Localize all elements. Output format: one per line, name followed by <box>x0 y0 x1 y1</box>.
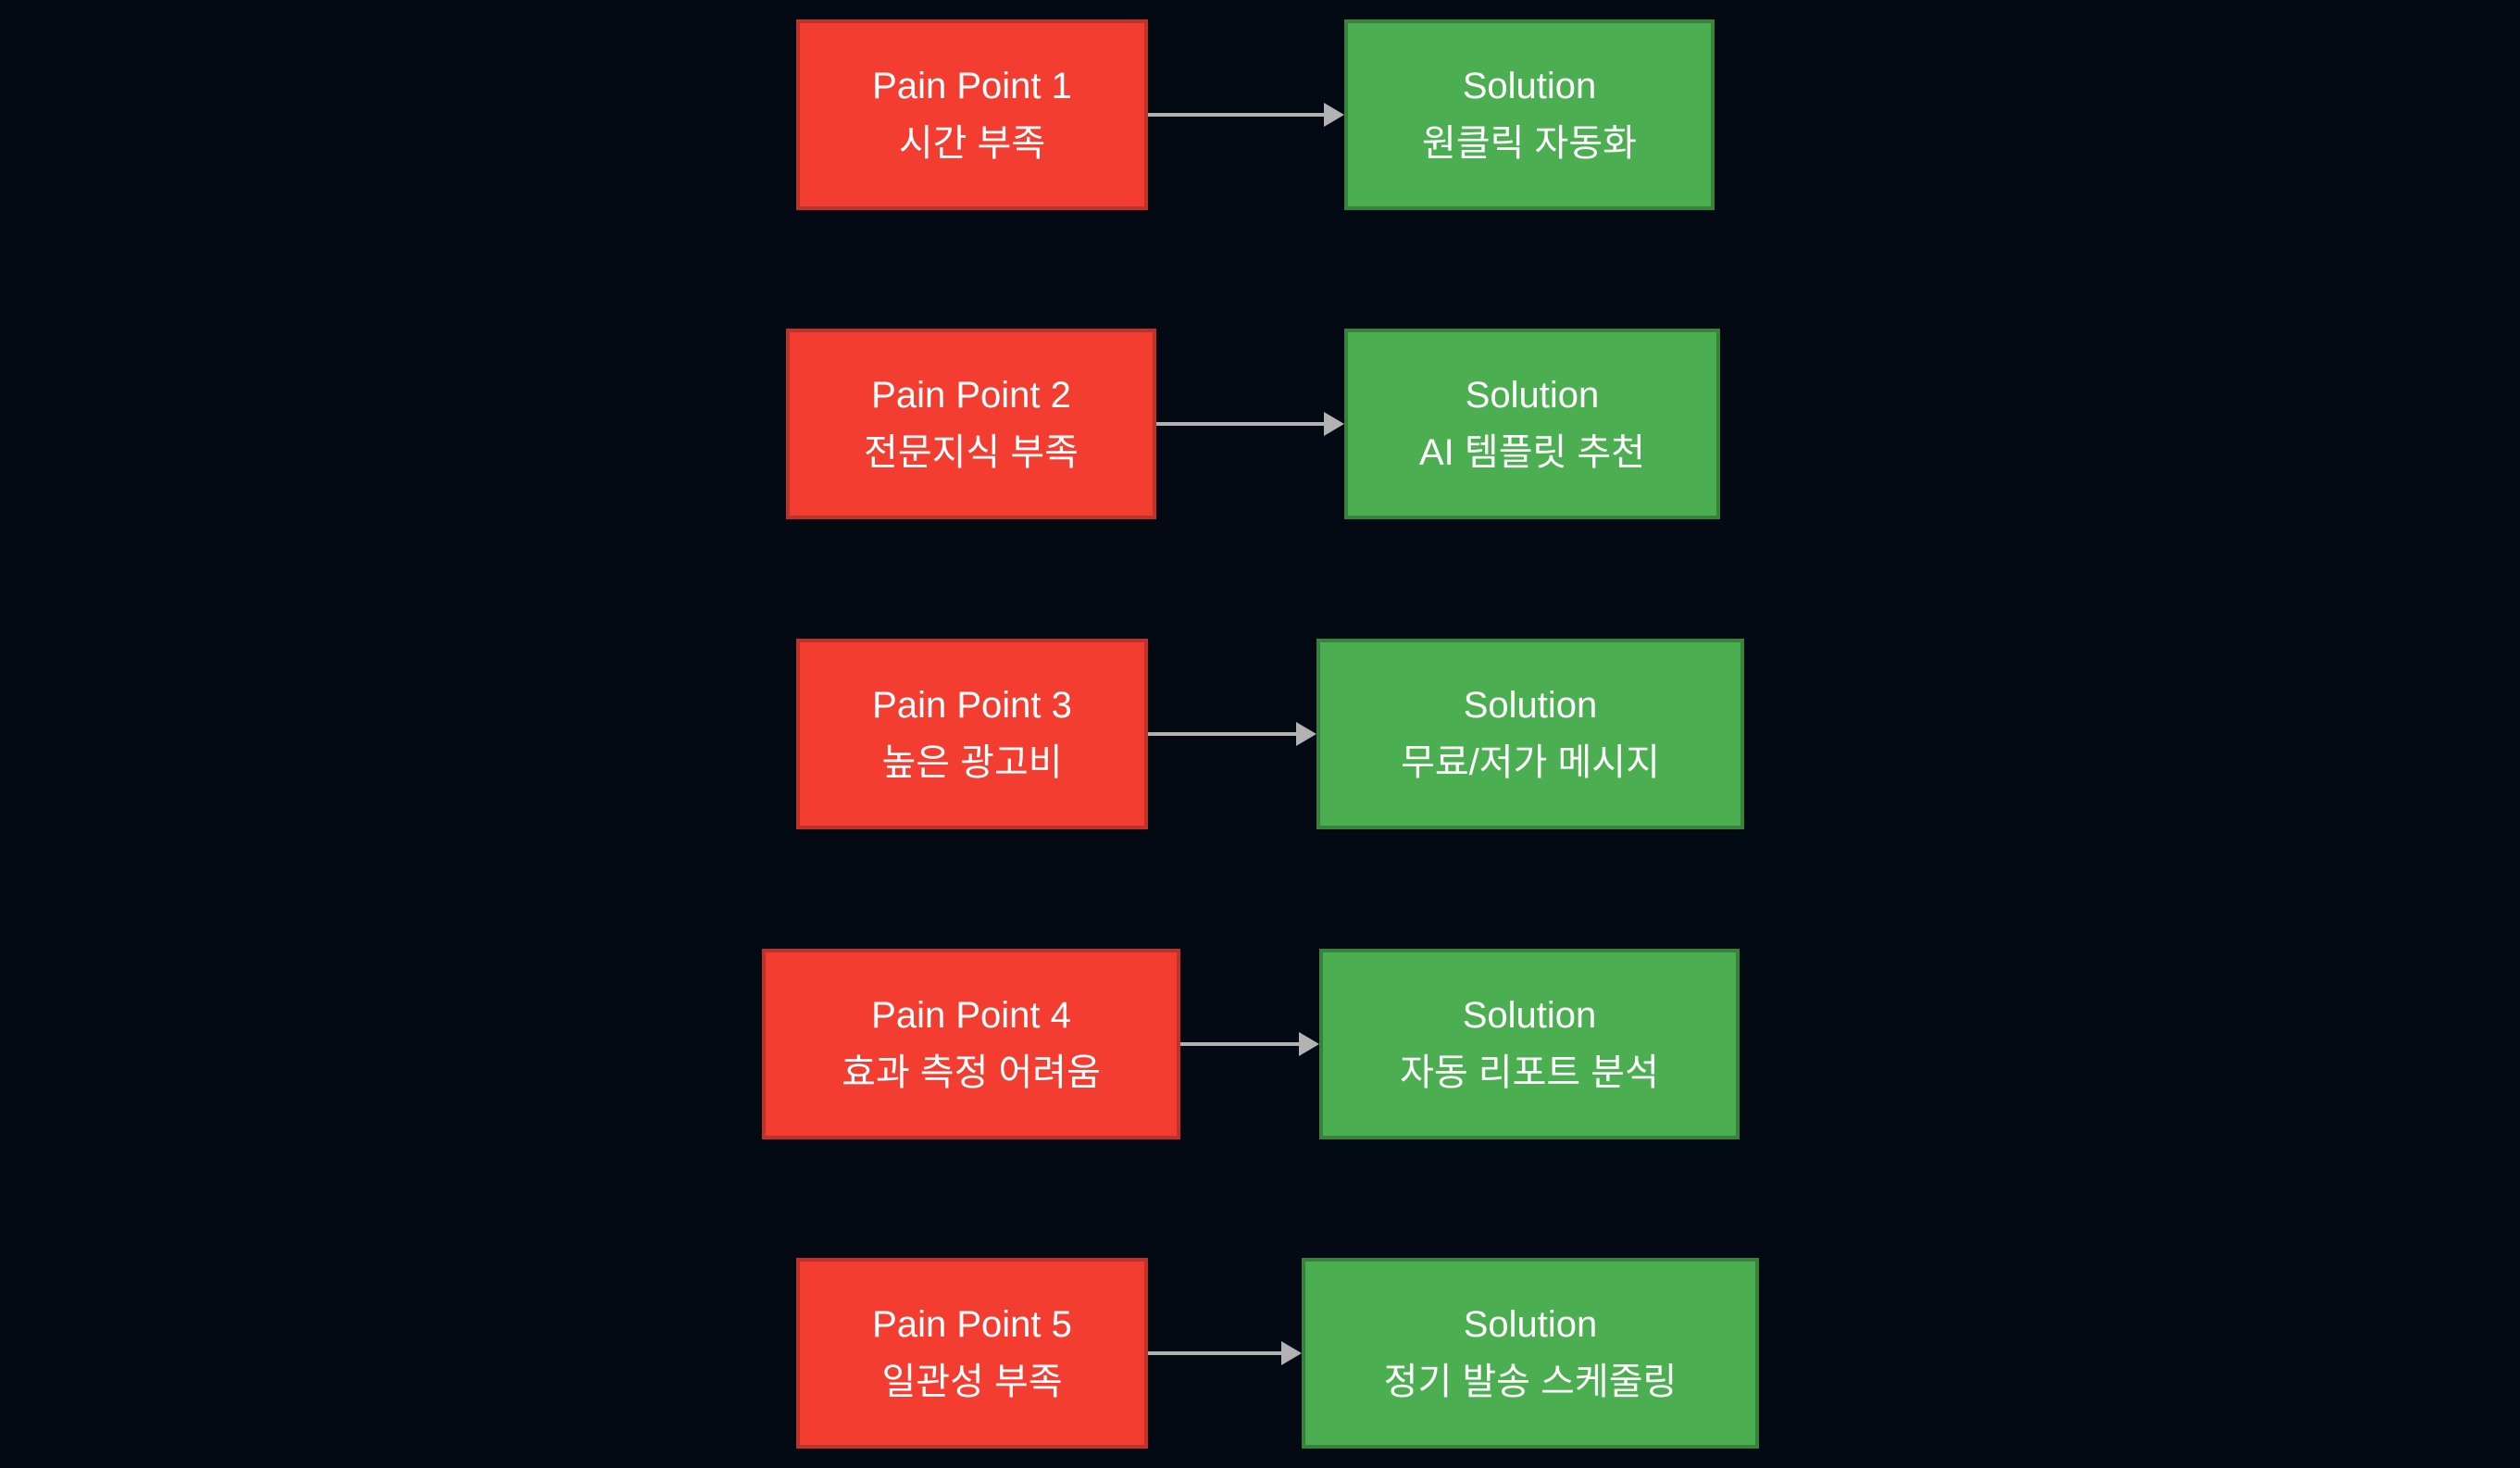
pain-point-subtitle: 전문지식 부족 <box>864 432 1079 473</box>
solution-subtitle: 무료/저가 메시지 <box>1401 742 1660 783</box>
pain-point-box: Pain Point 5 일관성 부족 <box>796 1258 1148 1449</box>
solution-subtitle: AI 템플릿 추천 <box>1418 432 1646 473</box>
solution-title: Solution <box>1463 1304 1598 1345</box>
arrow-connector <box>1148 103 1344 127</box>
arrow-shaft <box>1148 113 1326 117</box>
pain-point-subtitle: 시간 부족 <box>898 123 1046 164</box>
pain-point-box: Pain Point 4 효과 측정 어려움 <box>762 949 1180 1139</box>
solution-box: Solution 무료/저가 메시지 <box>1316 639 1744 829</box>
arrow-head-icon <box>1296 722 1316 746</box>
solution-title: Solution <box>1465 375 1600 416</box>
solution-subtitle: 자동 리포트 분석 <box>1400 1052 1659 1093</box>
solution-box: Solution 자동 리포트 분석 <box>1319 949 1740 1139</box>
pain-point-title: Pain Point 2 <box>871 375 1071 416</box>
pain-point-title: Pain Point 4 <box>871 995 1071 1036</box>
arrow-shaft <box>1148 1351 1283 1355</box>
pain-point-box: Pain Point 3 높은 광고비 <box>796 639 1148 829</box>
solution-box: Solution AI 템플릿 추천 <box>1344 329 1720 519</box>
arrow-shaft <box>1148 732 1298 736</box>
solution-title: Solution <box>1462 66 1597 106</box>
arrow-shaft <box>1156 422 1326 426</box>
pain-point-subtitle: 높은 광고비 <box>881 742 1063 783</box>
arrow-head-icon <box>1299 1032 1319 1056</box>
pain-point-box: Pain Point 1 시간 부족 <box>796 19 1148 210</box>
arrow-shaft <box>1180 1042 1301 1046</box>
arrow-head-icon <box>1324 103 1344 127</box>
pain-point-subtitle: 일관성 부족 <box>881 1362 1063 1402</box>
pain-point-title: Pain Point 3 <box>872 685 1072 726</box>
pain-point-box: Pain Point 2 전문지식 부족 <box>786 329 1156 519</box>
solution-box: Solution 원클릭 자동화 <box>1344 19 1715 210</box>
pain-point-title: Pain Point 5 <box>872 1304 1072 1345</box>
arrow-head-icon <box>1324 412 1344 436</box>
solution-box: Solution 정기 발송 스케줄링 <box>1302 1258 1759 1449</box>
arrow-head-icon <box>1281 1341 1302 1365</box>
arrow-connector <box>1148 1341 1302 1365</box>
solution-subtitle: 원클릭 자동화 <box>1422 123 1637 164</box>
arrow-connector <box>1148 722 1316 746</box>
pain-point-subtitle: 효과 측정 어려움 <box>842 1052 1101 1093</box>
solution-title: Solution <box>1462 995 1597 1036</box>
arrow-connector <box>1180 1032 1319 1056</box>
solution-subtitle: 정기 발송 스케줄링 <box>1383 1362 1678 1402</box>
pain-point-title: Pain Point 1 <box>872 66 1072 106</box>
arrow-connector <box>1156 412 1344 436</box>
solution-title: Solution <box>1463 685 1598 726</box>
